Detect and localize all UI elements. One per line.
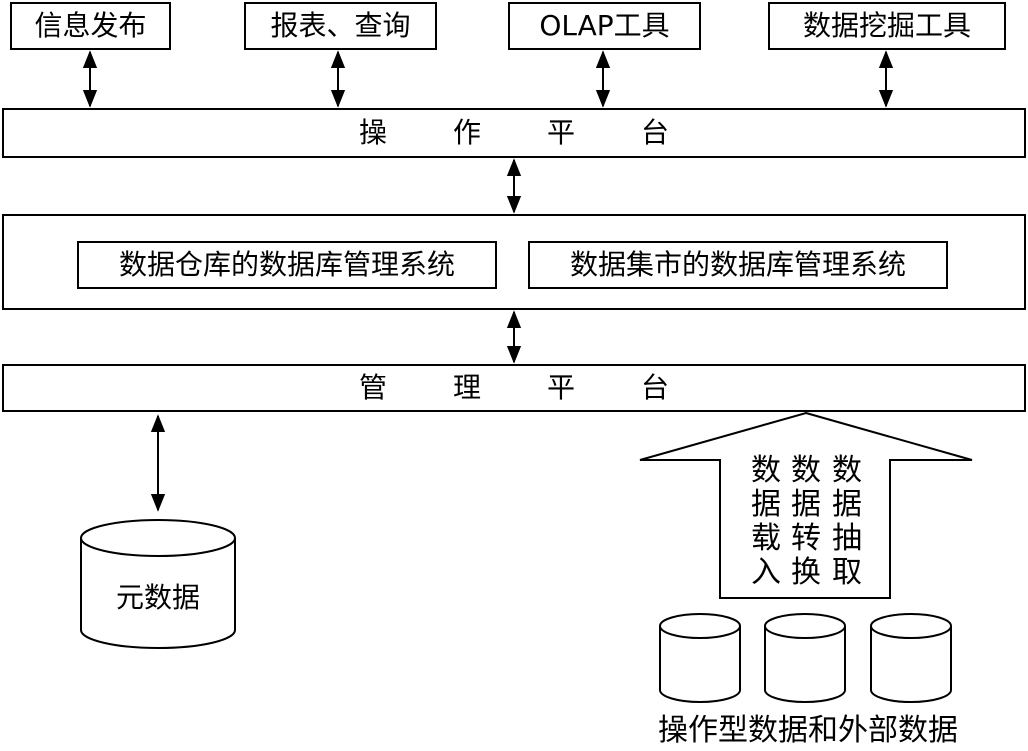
- tool-box-olap: OLAP工具: [508, 2, 701, 50]
- etl-char: 载: [751, 521, 781, 556]
- etl-char: 据: [791, 487, 821, 522]
- etl-char: 转: [791, 521, 821, 556]
- mart-dbms-label: 数据集市的数据库管理系统: [569, 248, 906, 281]
- etl-arrow: [639, 411, 973, 599]
- metadata-label: 元数据: [115, 581, 200, 614]
- source-cylinder-3-icon: [870, 613, 952, 703]
- sources-caption: 操作型数据和外部数据: [658, 713, 958, 748]
- platform-char: 平: [547, 371, 576, 404]
- tool-label: 报表、查询: [270, 9, 411, 42]
- etl-char: 数: [832, 453, 862, 488]
- tool-box-report-query: 报表、查询: [244, 2, 437, 50]
- etl-column-load: 数 据 载 入: [749, 454, 783, 590]
- etl-char: 据: [832, 487, 862, 522]
- etl-column-transform: 数 据 转 换: [789, 454, 823, 590]
- platform-char: 管: [358, 371, 387, 404]
- etl-char: 入: [751, 555, 781, 590]
- tool-label: OLAP工具: [539, 9, 670, 42]
- operation-platform-bar: 操 作 平 台: [2, 108, 1026, 158]
- tool-box-info-publish: 信息发布: [10, 2, 171, 50]
- tool-label: 数据挖掘工具: [802, 9, 971, 42]
- warehouse-dbms-label: 数据仓库的数据库管理系统: [118, 248, 455, 281]
- tool-box-data-mining: 数据挖掘工具: [768, 2, 1006, 50]
- platform-char: 台: [641, 116, 670, 149]
- etl-char: 抽: [832, 521, 862, 556]
- mart-dbms-box: 数据集市的数据库管理系统: [528, 241, 948, 289]
- warehouse-dbms-box: 数据仓库的数据库管理系统: [77, 241, 497, 289]
- source-cylinder-1-icon: [659, 613, 741, 703]
- etl-char: 换: [791, 555, 821, 590]
- management-platform-bar: 管 理 平 台: [2, 364, 1026, 412]
- etl-char: 取: [832, 555, 862, 590]
- etl-column-extract: 数 据 抽 取: [830, 454, 864, 590]
- source-cylinder-2-icon: [764, 613, 846, 703]
- etl-char: 据: [751, 487, 781, 522]
- platform-char: 操: [358, 116, 387, 149]
- tool-label: 信息发布: [34, 9, 147, 42]
- platform-char: 平: [547, 116, 576, 149]
- metadata-cylinder-icon: [80, 519, 236, 649]
- platform-char: 台: [641, 371, 670, 404]
- platform-char: 理: [452, 371, 481, 404]
- etl-char: 数: [791, 453, 821, 488]
- platform-char: 作: [452, 116, 481, 149]
- etl-char: 数: [751, 453, 781, 488]
